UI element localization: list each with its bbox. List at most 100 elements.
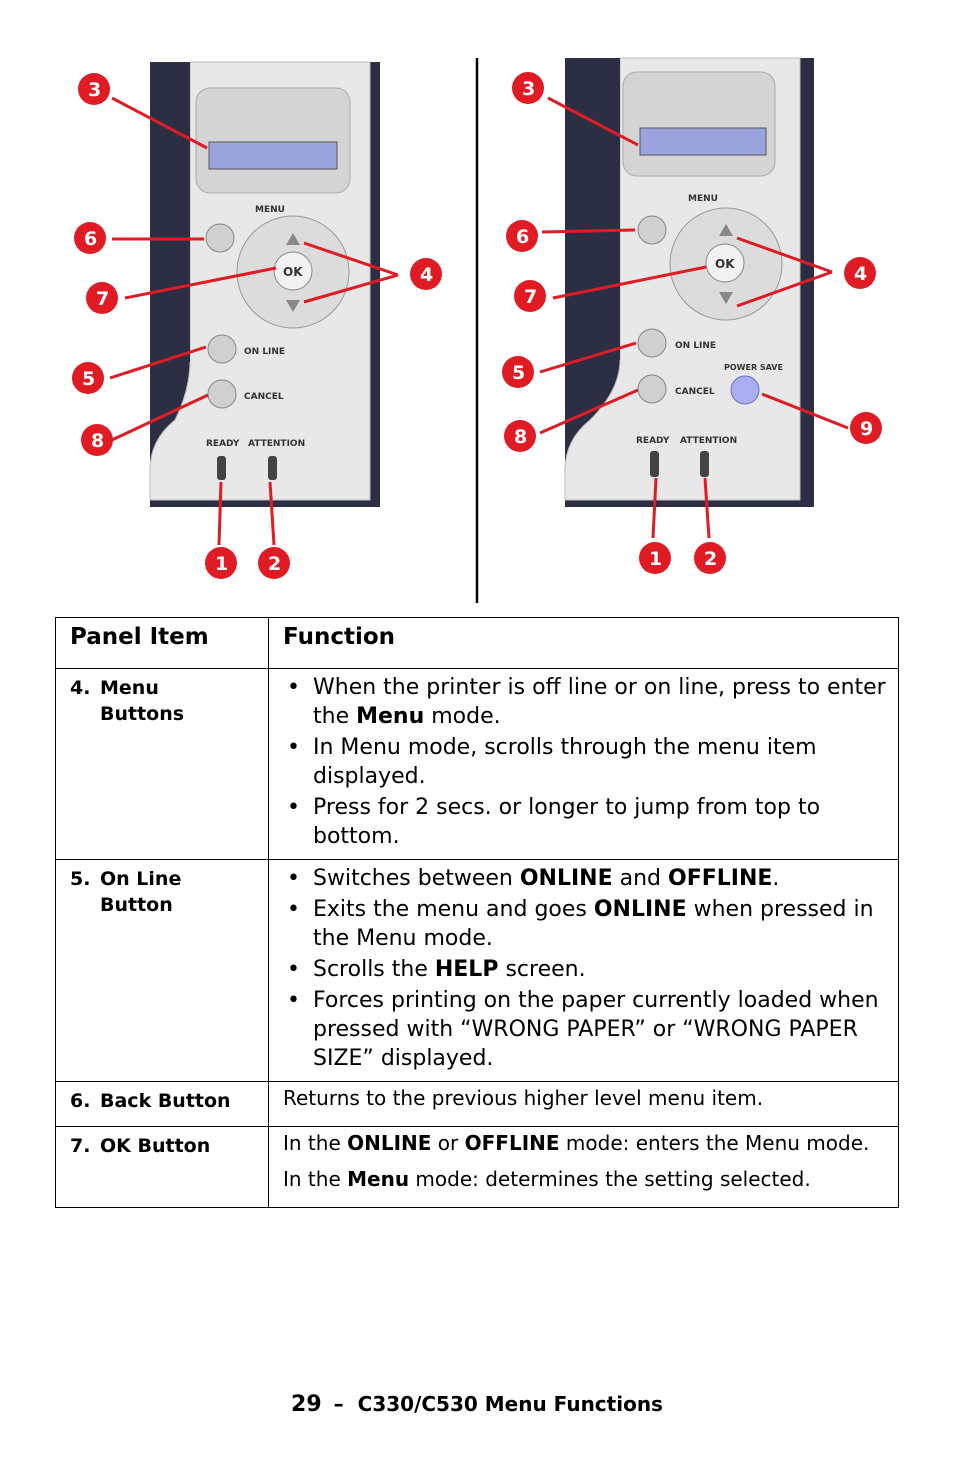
svg-text:1: 1: [649, 548, 662, 570]
callout-badge: 5: [502, 356, 534, 388]
up-arrow-icon: [286, 233, 300, 245]
panel-face-top: [150, 62, 190, 362]
list-item: Forces printing on the paper currently l…: [283, 986, 890, 1073]
list-item: When the printer is off line or on line,…: [283, 673, 890, 731]
attention-led: [700, 451, 709, 477]
right-control-panel: MENU OK ON LINE CANCEL POWER SAVE READY …: [502, 57, 882, 574]
svg-text:6: 6: [84, 228, 97, 250]
svg-text:7: 7: [96, 288, 109, 310]
ok-label: OK: [715, 257, 735, 271]
menu-label: MENU: [688, 194, 718, 204]
list-item: Exits the menu and goes ONLINE when pres…: [283, 895, 890, 953]
back-button: [205, 223, 235, 253]
online-button: [637, 328, 667, 358]
online-button: [207, 334, 237, 364]
online-label: ON LINE: [675, 341, 716, 351]
list-item: Scrolls the HELP screen.: [283, 955, 890, 984]
callout-badge: 1: [639, 542, 671, 574]
ready-label: READY: [636, 436, 670, 446]
list-item: Switches between ONLINE and OFFLINE.: [283, 864, 890, 893]
callout-badge: 1: [205, 547, 237, 579]
table-header-row: Panel Item Function: [55, 617, 899, 669]
left-callout-lines: [109, 96, 399, 546]
cancel-button: [207, 379, 237, 409]
callout-badge: 8: [81, 424, 113, 456]
panel-item-cell: 5.On Line Button: [55, 859, 269, 1082]
control-panel-figure: MENU OK ON LINE CANCEL READY ATTENTION 3: [72, 57, 882, 603]
svg-text:9: 9: [860, 418, 873, 440]
power-save-label: POWER SAVE: [724, 363, 783, 372]
function-cell: Switches between ONLINE and OFFLINE. Exi…: [268, 859, 899, 1082]
callout-badge: 3: [78, 73, 110, 105]
footer-title: C330/C530 Menu Functions: [357, 1392, 663, 1416]
ready-led: [650, 451, 659, 477]
left-control-panel: MENU OK ON LINE CANCEL READY ATTENTION 3: [72, 61, 442, 579]
callout-badge: 7: [514, 280, 546, 312]
svg-text:8: 8: [91, 430, 104, 452]
function-cell: When the printer is off line or on line,…: [268, 668, 899, 860]
table-row: 5.On Line Button Switches between ONLINE…: [55, 859, 899, 1082]
panel-face-top: [565, 58, 620, 360]
svg-text:3: 3: [88, 79, 101, 101]
table-row: 6.Back Button Returns to the previous hi…: [55, 1081, 899, 1127]
down-arrow-icon: [719, 292, 733, 304]
ok-label: OK: [283, 265, 303, 279]
panel-function-table: Panel Item Function 4.Menu Buttons When …: [55, 617, 899, 1208]
callout-badge: 2: [694, 542, 726, 574]
lcd-housing: [195, 87, 351, 194]
svg-text:6: 6: [516, 226, 529, 248]
svg-text:2: 2: [268, 553, 281, 575]
svg-text:4: 4: [420, 264, 433, 286]
lcd-screen: [208, 141, 338, 170]
power-save-button: [730, 375, 760, 405]
attention-label: ATTENTION: [680, 436, 737, 446]
svg-text:3: 3: [522, 78, 535, 100]
callout-badge: 3: [512, 72, 544, 104]
cancel-button: [637, 374, 667, 404]
callout-badge: 9: [850, 412, 882, 444]
list-item: Press for 2 secs. or longer to jump from…: [283, 793, 890, 851]
ready-label: READY: [206, 439, 240, 449]
svg-text:4: 4: [854, 263, 867, 285]
callout-badge: 5: [72, 362, 104, 394]
function-cell: In the ONLINE or OFFLINE mode: enters th…: [268, 1126, 899, 1208]
callout-badge: 2: [258, 547, 290, 579]
table-row: 4.Menu Buttons When the printer is off l…: [55, 668, 899, 860]
footer-dash: –: [333, 1392, 344, 1416]
column-header-panel-item: Panel Item: [55, 617, 269, 669]
callout-badge: 7: [86, 282, 118, 314]
svg-text:2: 2: [704, 548, 717, 570]
attention-label: ATTENTION: [248, 439, 305, 449]
cancel-label: CANCEL: [675, 387, 715, 397]
left-callouts: 3 6 7 5 8 4 1 2: [72, 73, 442, 579]
callout-badge: 6: [506, 220, 538, 252]
back-button: [637, 215, 667, 245]
ok-button: [705, 243, 745, 283]
callout-badge: 4: [844, 257, 876, 289]
panel-item-cell: 4.Menu Buttons: [55, 668, 269, 860]
svg-text:5: 5: [512, 362, 525, 384]
svg-text:7: 7: [524, 286, 537, 308]
lcd-housing: [622, 71, 776, 177]
page-footer: 29–C330/C530 Menu Functions: [0, 1392, 954, 1417]
down-arrow-icon: [286, 300, 300, 312]
lcd-screen: [639, 127, 767, 156]
svg-text:5: 5: [82, 368, 95, 390]
callout-badge: 6: [74, 222, 106, 254]
ready-led: [217, 456, 226, 480]
table-row: 7.OK Button In the ONLINE or OFFLINE mod…: [55, 1126, 899, 1208]
right-callouts: 3 6 7 5 8 4 9 1 2: [502, 72, 882, 574]
function-cell: Returns to the previous higher level men…: [268, 1081, 899, 1127]
online-label: ON LINE: [244, 347, 285, 357]
panel-item-cell: 7.OK Button: [55, 1126, 269, 1208]
svg-text:1: 1: [215, 553, 228, 575]
page-number: 29: [291, 1392, 322, 1417]
attention-led: [268, 456, 277, 480]
callout-badge: 4: [410, 258, 442, 290]
cancel-label: CANCEL: [244, 392, 284, 402]
column-header-function: Function: [268, 617, 899, 669]
panel-item-cell: 6.Back Button: [55, 1081, 269, 1127]
list-item: In Menu mode, scrolls through the menu i…: [283, 733, 890, 791]
right-callout-lines: [539, 96, 849, 539]
ok-button: [273, 251, 313, 291]
